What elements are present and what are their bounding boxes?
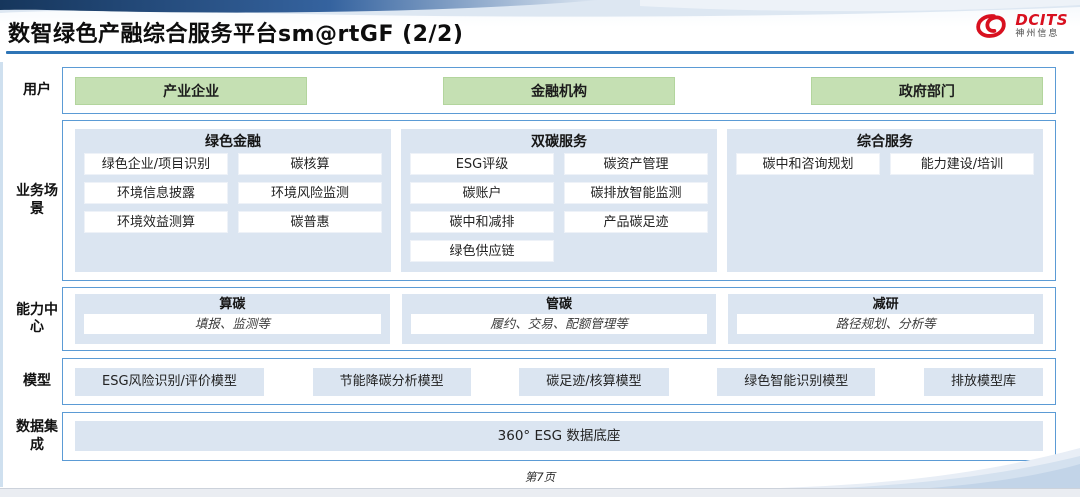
scenario-item: 环境风险监测 <box>238 182 382 204</box>
scenario-item: 碳中和咨询规划 <box>736 153 880 175</box>
dcits-logo-text: DCITS 神州信息 <box>1015 13 1068 39</box>
scenario-column-title: 绿色金融 <box>205 134 261 150</box>
scenario-column-title: 综合服务 <box>857 134 913 150</box>
scenario-column-comprehensive: 综合服务 碳中和咨询规划 能力建设/培训 <box>727 129 1043 272</box>
capability-panel-manage-carbon: 管碳 履约、交易、配额管理等 <box>401 294 717 344</box>
bottom-edge-band <box>0 488 1080 497</box>
header-swoosh-decoration <box>0 0 1080 17</box>
scenario-item: 碳核算 <box>238 153 382 175</box>
scenario-column-dual-carbon: 双碳服务 ESG评级 碳资产管理 碳账户 碳排放智能监测 碳中和减排 产品碳足迹… <box>401 129 717 272</box>
logo-brand-name: DCITS <box>1015 11 1068 29</box>
capability-desc: 填报、监测等 <box>84 314 381 334</box>
dcits-swoosh-icon <box>976 14 1007 38</box>
architecture-diagram: 用户 产业企业 金融机构 政府部门 业务场景 绿色金融 绿色企业/项目识别 碳核… <box>16 67 1056 461</box>
row-capabilities: 能力中心 算碳 填报、监测等 管碳 履约、交易、配额管理等 减研 路径规划、分析… <box>16 287 1056 351</box>
capability-panel-calc-carbon: 算碳 填报、监测等 <box>75 294 390 344</box>
data-base-box: 360° ESG 数据底座 <box>75 421 1043 451</box>
row-data-integration: 数据集成 360° ESG 数据底座 <box>16 412 1056 461</box>
user-box-government: 政府部门 <box>810 76 1043 105</box>
scenario-item: 碳中和减排 <box>410 211 554 233</box>
user-box-industry: 产业企业 <box>75 76 308 105</box>
row-label-data-integration: 数据集成 <box>16 419 58 453</box>
row-users: 用户 产业企业 金融机构 政府部门 <box>16 67 1056 114</box>
model-box: 碳足迹/核算模型 <box>519 367 669 396</box>
row-box-scenarios: 绿色金融 绿色企业/项目识别 碳核算 环境信息披露 环境风险监测 环境效益测算 … <box>62 120 1056 281</box>
title-underline <box>6 51 1074 54</box>
scenario-item: 环境信息披露 <box>84 182 228 204</box>
row-label-models: 模型 <box>23 372 51 389</box>
scenario-column-title: 双碳服务 <box>531 134 587 150</box>
logo-company-name: 神州信息 <box>1015 29 1060 39</box>
scenario-item: 绿色企业/项目识别 <box>84 153 228 175</box>
row-scenarios: 业务场景 绿色金融 绿色企业/项目识别 碳核算 环境信息披露 环境风险监测 环境… <box>16 120 1056 281</box>
scenario-item: 能力建设/培训 <box>890 153 1034 175</box>
row-label-scenarios: 业务场景 <box>16 183 58 217</box>
scenario-item: 产品碳足迹 <box>564 211 708 233</box>
left-edge-decoration <box>0 62 3 487</box>
capability-desc: 路径规划、分析等 <box>737 314 1035 334</box>
scenario-item: 环境效益测算 <box>84 211 228 233</box>
capability-desc: 履约、交易、配额管理等 <box>410 314 708 334</box>
page-title: 数智绿色产融综合服务平台sm@rtGF (2/2) <box>8 22 464 47</box>
capability-title: 减研 <box>872 297 899 312</box>
scenario-item: 绿色供应链 <box>410 240 554 262</box>
scenario-grid: 绿色企业/项目识别 碳核算 环境信息披露 环境风险监测 环境效益测算 碳普惠 <box>84 153 382 233</box>
row-box-data-integration: 360° ESG 数据底座 <box>62 412 1056 461</box>
row-box-capabilities: 算碳 填报、监测等 管碳 履约、交易、配额管理等 减研 路径规划、分析等 <box>62 287 1056 351</box>
scenario-item: ESG评级 <box>410 153 554 175</box>
scenario-grid: 碳中和咨询规划 能力建设/培训 <box>736 153 1034 175</box>
model-box: 绿色智能识别模型 <box>717 367 876 396</box>
capability-title: 管碳 <box>546 297 573 312</box>
capability-panel-reduce-research: 减研 路径规划、分析等 <box>728 294 1044 344</box>
slide-header: 数智绿色产融综合服务平台sm@rtGF (2/2) DCITS 神州信息 <box>0 0 1080 60</box>
scenario-item: 碳账户 <box>410 182 554 204</box>
footer-swoosh-decoration <box>780 448 1080 488</box>
row-models: 模型 ESG风险识别/评价模型 节能降碳分析模型 碳足迹/核算模型 绿色智能识别… <box>16 358 1056 405</box>
page-number: 第7页 <box>524 470 556 484</box>
dcits-logo: DCITS 神州信息 <box>975 12 1068 40</box>
user-box-finance: 金融机构 <box>442 76 676 105</box>
capability-title: 算碳 <box>219 297 246 312</box>
model-box: ESG风险识别/评价模型 <box>75 367 264 396</box>
scenario-column-green-finance: 绿色金融 绿色企业/项目识别 碳核算 环境信息披露 环境风险监测 环境效益测算 … <box>75 129 391 272</box>
row-label-capabilities: 能力中心 <box>16 301 58 336</box>
model-box: 排放模型库 <box>923 367 1043 396</box>
scenario-item: 碳排放智能监测 <box>564 182 708 204</box>
model-box: 节能降碳分析模型 <box>312 367 471 396</box>
scenario-item: 碳资产管理 <box>564 153 708 175</box>
row-box-models: ESG风险识别/评价模型 节能降碳分析模型 碳足迹/核算模型 绿色智能识别模型 … <box>62 358 1056 405</box>
row-label-users: 用户 <box>23 81 51 98</box>
scenario-item: 碳普惠 <box>238 211 382 233</box>
scenario-grid: ESG评级 碳资产管理 碳账户 碳排放智能监测 碳中和减排 产品碳足迹 绿色供应… <box>410 153 708 262</box>
row-box-users: 产业企业 金融机构 政府部门 <box>62 67 1056 114</box>
